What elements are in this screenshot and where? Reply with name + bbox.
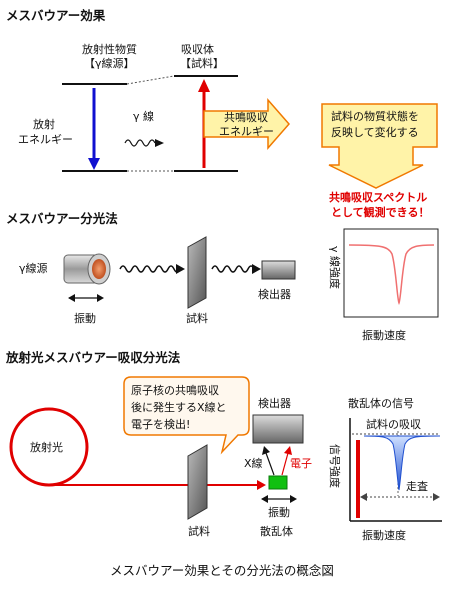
resonance-box-2: エネルギー <box>219 125 274 138</box>
synchrotron-beam-arrowhead <box>257 480 266 490</box>
section3-title: 放射光メスバウアー吸収分光法 <box>5 350 181 365</box>
state-change-box <box>321 103 438 189</box>
detector-icon <box>261 260 296 280</box>
sample-plate-2 <box>187 444 208 520</box>
gamma-wave-arrowhead <box>155 139 164 147</box>
gamma-source-label: γ線源 <box>19 261 48 275</box>
emission-arrow-head <box>88 158 100 170</box>
scan-arrow-right <box>433 493 440 501</box>
scatterer-label: 散乱体 <box>260 524 293 538</box>
transmission-spectrum-panel <box>343 228 439 318</box>
sample-label: 試料 <box>186 311 208 325</box>
transmission-spectrum-curve <box>348 244 435 306</box>
electron-arrowhead <box>284 446 292 455</box>
detection-speech-bubble <box>123 376 250 455</box>
electron-label: 電子 <box>290 457 312 470</box>
absorber-label-2: 【試料】 <box>180 56 224 70</box>
level-dotted-connector <box>126 75 175 85</box>
scatterer-vibration-left <box>261 495 268 503</box>
scatterer-vibration-right <box>290 495 297 503</box>
gamma-wave-1-arrowhead <box>176 264 185 274</box>
source-label-2: 【γ線源】 <box>84 56 135 70</box>
scatterer-vibration-label: 振動 <box>268 505 290 519</box>
figure-caption: メスバウアー効果とその分光法の概念図 <box>110 563 334 578</box>
emission-label-2: エネルギー <box>18 133 73 146</box>
electron-arrow <box>281 452 289 476</box>
spectrum-ylabel: γ 線強度 <box>328 246 342 289</box>
gamma-ray-label: γ 線 <box>133 109 154 123</box>
xray-label: X線 <box>244 456 263 470</box>
sample-absorption-dip <box>363 435 441 491</box>
spectrum-note-2: として観測できる！ <box>331 205 429 219</box>
spectrum-xlabel: 振動速度 <box>362 328 406 342</box>
signal-plot-ylabel: 信号強度 <box>328 444 342 488</box>
scatterer-icon <box>268 475 288 490</box>
resonance-box-1: 共鳴吸収 <box>224 110 268 124</box>
xray-arrowhead <box>262 446 270 455</box>
gamma-wave-1 <box>119 265 181 273</box>
bubble-text-3: 電子を検出! <box>131 417 190 431</box>
sample-plate <box>187 236 207 309</box>
absorber-label-1: 吸収体 <box>181 42 214 56</box>
xray-arrow <box>265 452 275 476</box>
scan-arrow-left <box>360 493 367 501</box>
section2-title: メスバウアー分光法 <box>6 211 118 226</box>
sample-label-2: 試料 <box>188 524 210 538</box>
bubble-text-1: 原子核の共鳴吸収 <box>131 383 219 397</box>
sample-absorption-label: 試料の吸収 <box>366 417 421 431</box>
signal-plot-xlabel: 振動速度 <box>362 528 406 542</box>
section1-title: メスバウアー効果 <box>6 8 106 23</box>
bubble-text-2: 後に発生するX線と <box>131 400 227 414</box>
gamma-wave-2-arrowhead <box>252 264 261 274</box>
detector-label: 検出器 <box>258 287 291 301</box>
absorption-arrow-head <box>198 79 210 92</box>
synchrotron-label: 放射光 <box>30 440 63 454</box>
gamma-source-core <box>92 259 106 279</box>
gamma-wave <box>124 139 156 147</box>
spectrum-note-1: 共鳴吸収スペクトル <box>329 190 427 204</box>
scatter-signal-label: 散乱体の信号 <box>348 396 414 410</box>
vibration-label: 振動 <box>74 311 96 325</box>
gamma-wave-2 <box>211 265 255 273</box>
detector-icon-2 <box>252 414 304 444</box>
source-label-1: 放射性物質 <box>82 42 137 56</box>
scan-label: 走査 <box>406 479 428 493</box>
state-box-2: 反映して変化する <box>331 125 419 139</box>
vibration-arrow-left <box>68 294 75 302</box>
state-box-1: 試料の物質状態を <box>331 109 419 123</box>
emission-label-1: 放射 <box>33 117 55 131</box>
vibration-arrow-right <box>97 294 104 302</box>
detector-label-2: 検出器 <box>258 396 291 410</box>
resonance-energy-arrow <box>203 98 290 150</box>
